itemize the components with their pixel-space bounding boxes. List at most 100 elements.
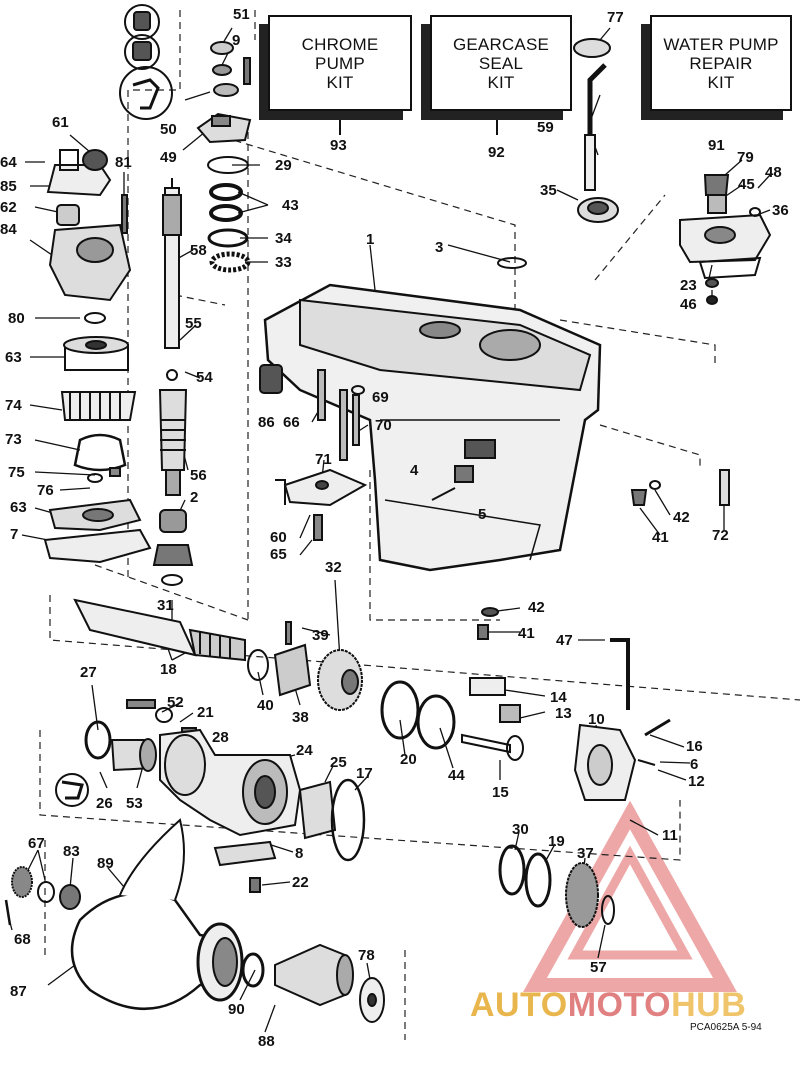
callout-71: 71 bbox=[315, 451, 332, 468]
callout-46: 46 bbox=[680, 296, 697, 313]
callout-50: 50 bbox=[160, 121, 177, 138]
callout-48: 48 bbox=[765, 164, 782, 181]
callout-41-lower: 41 bbox=[518, 625, 535, 642]
callout-41-upper: 41 bbox=[652, 529, 669, 546]
callout-87: 87 bbox=[10, 983, 27, 1000]
callout-77: 77 bbox=[607, 9, 624, 26]
logo-part-3: HUB bbox=[671, 986, 747, 1024]
callout-66: 66 bbox=[283, 414, 300, 431]
callout-6: 6 bbox=[690, 756, 699, 773]
callout-84: 84 bbox=[0, 221, 17, 238]
detail-circle-2 bbox=[124, 34, 160, 70]
callout-11: 11 bbox=[662, 827, 678, 844]
callout-39: 39 bbox=[312, 627, 329, 644]
callout-33: 33 bbox=[275, 254, 292, 271]
assembly-dashed-lines bbox=[39, 10, 800, 1040]
callout-21: 21 bbox=[197, 704, 214, 721]
callout-49: 49 bbox=[160, 149, 177, 166]
callout-52: 52 bbox=[167, 694, 184, 711]
callout-88: 88 bbox=[258, 1033, 275, 1050]
callout-1: 1 bbox=[366, 231, 375, 248]
callout-83: 83 bbox=[63, 843, 80, 860]
callout-9: 9 bbox=[232, 32, 241, 49]
callout-59: 59 bbox=[537, 119, 554, 136]
callout-24: 24 bbox=[296, 742, 313, 759]
callout-10: 10 bbox=[588, 711, 605, 728]
callout-58: 58 bbox=[190, 242, 207, 259]
callout-25: 25 bbox=[330, 754, 347, 771]
callout-65: 65 bbox=[270, 546, 287, 563]
callout-63-lower: 63 bbox=[10, 499, 27, 516]
callout-7: 7 bbox=[10, 526, 19, 543]
callout-32: 32 bbox=[325, 559, 342, 576]
chrome-pump-kit-box: CHROME PUMP KIT bbox=[268, 15, 412, 111]
callout-17: 17 bbox=[356, 765, 373, 782]
callout-44: 44 bbox=[448, 767, 465, 784]
callout-63-upper: 63 bbox=[5, 349, 22, 366]
logo-part-2: MOTO bbox=[567, 986, 672, 1024]
callout-89: 89 bbox=[97, 855, 114, 872]
callout-75: 75 bbox=[8, 464, 25, 481]
callout-36: 36 bbox=[772, 202, 789, 219]
callout-90: 90 bbox=[228, 1001, 245, 1018]
callout-26: 26 bbox=[96, 795, 113, 812]
callout-34: 34 bbox=[275, 230, 292, 247]
detail-circle-3 bbox=[119, 66, 173, 120]
callout-13: 13 bbox=[555, 705, 572, 722]
callout-43: 43 bbox=[282, 197, 299, 214]
callout-68: 68 bbox=[14, 931, 31, 948]
callout-72: 72 bbox=[712, 527, 729, 544]
callout-30: 30 bbox=[512, 821, 529, 838]
water-pump-repair-kit-box: WATER PUMP REPAIR KIT bbox=[650, 15, 792, 111]
callout-28: 28 bbox=[212, 729, 229, 746]
callout-23: 23 bbox=[680, 277, 697, 294]
callout-45: 45 bbox=[738, 176, 755, 193]
callout-55: 55 bbox=[185, 315, 202, 332]
callout-81: 81 bbox=[115, 154, 132, 171]
callout-70: 70 bbox=[375, 417, 392, 434]
callout-67: 67 bbox=[28, 835, 45, 852]
callout-80: 80 bbox=[8, 310, 25, 327]
callout-60: 60 bbox=[270, 529, 287, 546]
callout-92: 92 bbox=[488, 144, 505, 161]
callout-8: 8 bbox=[295, 845, 304, 862]
parts bbox=[4, 4, 772, 1023]
callout-91: 91 bbox=[708, 137, 725, 154]
callout-56: 56 bbox=[190, 467, 207, 484]
callout-73: 73 bbox=[5, 431, 22, 448]
callout-14: 14 bbox=[550, 689, 567, 706]
drawing-code: PCA0625A 5-94 bbox=[690, 1022, 762, 1033]
callout-15: 15 bbox=[492, 784, 509, 801]
callout-2: 2 bbox=[190, 489, 199, 506]
callout-54: 54 bbox=[196, 369, 213, 386]
callout-18: 18 bbox=[160, 661, 177, 678]
callout-35: 35 bbox=[540, 182, 557, 199]
callout-42-lower: 42 bbox=[528, 599, 545, 616]
callout-31: 31 bbox=[157, 597, 174, 614]
callout-51: 51 bbox=[233, 6, 250, 23]
callout-20: 20 bbox=[400, 751, 417, 768]
callout-47: 47 bbox=[556, 632, 573, 649]
callout-4: 4 bbox=[410, 462, 419, 479]
callout-62: 62 bbox=[0, 199, 17, 216]
callout-64: 64 bbox=[0, 154, 17, 171]
callout-76: 76 bbox=[37, 482, 54, 499]
callout-22: 22 bbox=[292, 874, 309, 891]
callout-42-upper: 42 bbox=[673, 509, 690, 526]
callout-19: 19 bbox=[548, 833, 565, 850]
callout-69: 69 bbox=[372, 389, 389, 406]
callout-86: 86 bbox=[258, 414, 275, 431]
callout-74: 74 bbox=[5, 397, 22, 414]
callout-93: 93 bbox=[330, 137, 347, 154]
callout-3: 3 bbox=[435, 239, 444, 256]
callout-85: 85 bbox=[0, 178, 17, 195]
callout-29: 29 bbox=[275, 157, 292, 174]
callout-16: 16 bbox=[686, 738, 703, 755]
leader-lines bbox=[7, 27, 771, 1033]
detail-circle-1 bbox=[124, 4, 160, 40]
logo-part-1: AUTO bbox=[470, 986, 568, 1024]
callout-53: 53 bbox=[126, 795, 143, 812]
callout-37: 37 bbox=[577, 845, 594, 862]
callout-57: 57 bbox=[590, 959, 607, 976]
